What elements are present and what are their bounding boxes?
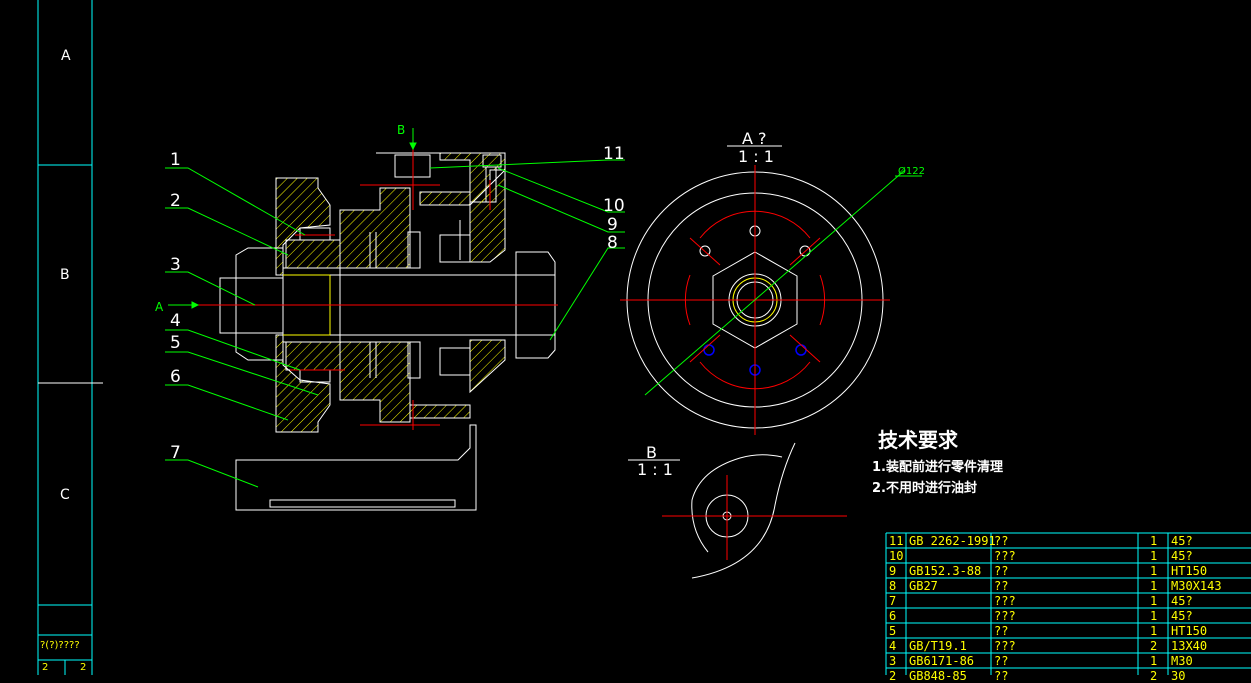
section-a-label: A [155,300,164,314]
bom-cell-qty: 1 [1150,594,1158,608]
callout-5[interactable]: 5 [170,333,181,353]
diameter-leader [644,169,906,396]
view-b-title: B [646,443,657,462]
bom-cell-material: 45? [1171,534,1193,548]
diameter-dimension: Ø122 [898,165,925,177]
bom-cell-no: 11 [889,534,904,548]
bom-cell-name: ?? [994,534,1009,548]
bom-cell-no: 6 [889,609,897,623]
bom-cell-qty: 2 [1150,669,1158,683]
view-b-scale: 1 : 1 [637,460,673,479]
callout-3[interactable]: 3 [170,255,181,275]
zone-c-label: C [60,487,70,503]
bom-cell-material: M30X143 [1171,579,1222,593]
bom-cell-no: 3 [889,654,897,668]
bom-cell-material: HT150 [1171,624,1208,638]
bom-cell-no: 4 [889,639,897,653]
section-b-label: B [397,123,405,137]
bom-cell-name: ??? [994,639,1016,653]
bom-cell-qty: 1 [1150,549,1158,563]
bom-cell-material: 45? [1171,609,1193,623]
bom-cell-qty: 2 [1150,639,1158,653]
zone-a-label: A [61,48,71,64]
bom-cell-qty: 1 [1150,609,1158,623]
callout-8[interactable]: 8 [607,233,618,253]
bom-cell-no: 2 [889,669,897,683]
callout-4[interactable]: 4 [170,311,181,331]
bom-cell-material: 30 [1171,669,1186,683]
main-section-view[interactable]: A B [155,123,625,511]
bom-cell-code: GB 2262-1991 [909,534,996,548]
bom-cell-name: ?? [994,564,1009,578]
bom-cell-qty: 1 [1150,564,1158,578]
view-a-scale: 1 : 1 [738,147,774,166]
bom-cell-material: 13X40 [1171,639,1208,653]
zone-b-label: B [60,267,70,283]
frame-corner-cell-2: 2 [80,662,87,673]
bom-cell-no: 5 [889,624,897,638]
bolt-assembly [219,154,556,383]
bom-cell-qty: 1 [1150,654,1158,668]
bom-cell-no: 10 [889,549,904,563]
bom-cell-name: ??? [994,609,1016,623]
callout-10[interactable]: 10 [603,196,625,216]
bom-cell-name: ?? [994,669,1009,683]
bom-cell-qty: 1 [1150,534,1158,548]
drawing-frame [37,0,93,675]
detail-outline [691,442,796,579]
callout-6[interactable]: 6 [170,367,181,387]
bom-cell-material: M30 [1171,654,1193,668]
view-a-title: A ? [742,129,767,148]
bom-cell-name: ??? [994,549,1016,563]
section-arrows [168,128,417,309]
callout-labels: 1 2 3 4 5 6 7 8 9 10 11 [170,144,625,463]
callout-2[interactable]: 2 [170,191,181,211]
tech-requirement-2: 2.不用时进行油封 [872,481,977,496]
bom-cell-name: ?? [994,654,1009,668]
bom-cell-code: GB848-85 [909,669,967,683]
bom-table[interactable] [885,532,1251,675]
bom-cell-no: 9 [889,564,897,578]
base-plate [235,220,477,511]
bom-cell-qty: 1 [1150,624,1158,638]
callout-7[interactable]: 7 [170,443,181,463]
callout-9[interactable]: 9 [607,215,618,235]
frame-corner-text: ?(?)???? [40,640,80,651]
bom-cell-name: ?? [994,579,1009,593]
bom-cell-code: GB27 [909,579,938,593]
bom-cell-material: 45? [1171,594,1193,608]
bom-cell-qty: 1 [1150,579,1158,593]
frame-corner-cell-1: 2 [42,662,49,673]
bom-cell-no: 8 [889,579,897,593]
callout-11[interactable]: 11 [603,144,625,164]
centerlines-main [185,145,558,430]
tech-requirement-1: 1.装配前进行零件清理 [872,460,1003,475]
tech-requirements-title: 技术要求 [878,428,958,452]
view-b[interactable]: B 1 : 1 [628,442,847,579]
view-a[interactable]: A ? 1 : 1 [620,129,925,435]
centerlines-view-b [662,475,847,560]
bom-cell-code: GB152.3-88 [909,564,982,578]
bom-cell-material: 45? [1171,549,1193,563]
callout-1[interactable]: 1 [170,150,181,170]
bom-cell-name: ??? [994,594,1016,608]
bom-cell-code: GB6171-86 [909,654,975,668]
bom-cell-no: 7 [889,594,897,608]
leader-lines [165,159,625,488]
bom-cell-name: ?? [994,624,1009,638]
bom-cell-material: HT150 [1171,564,1208,578]
left-flange [275,177,341,433]
bom-cell-code: GB/T19.1 [909,639,967,653]
